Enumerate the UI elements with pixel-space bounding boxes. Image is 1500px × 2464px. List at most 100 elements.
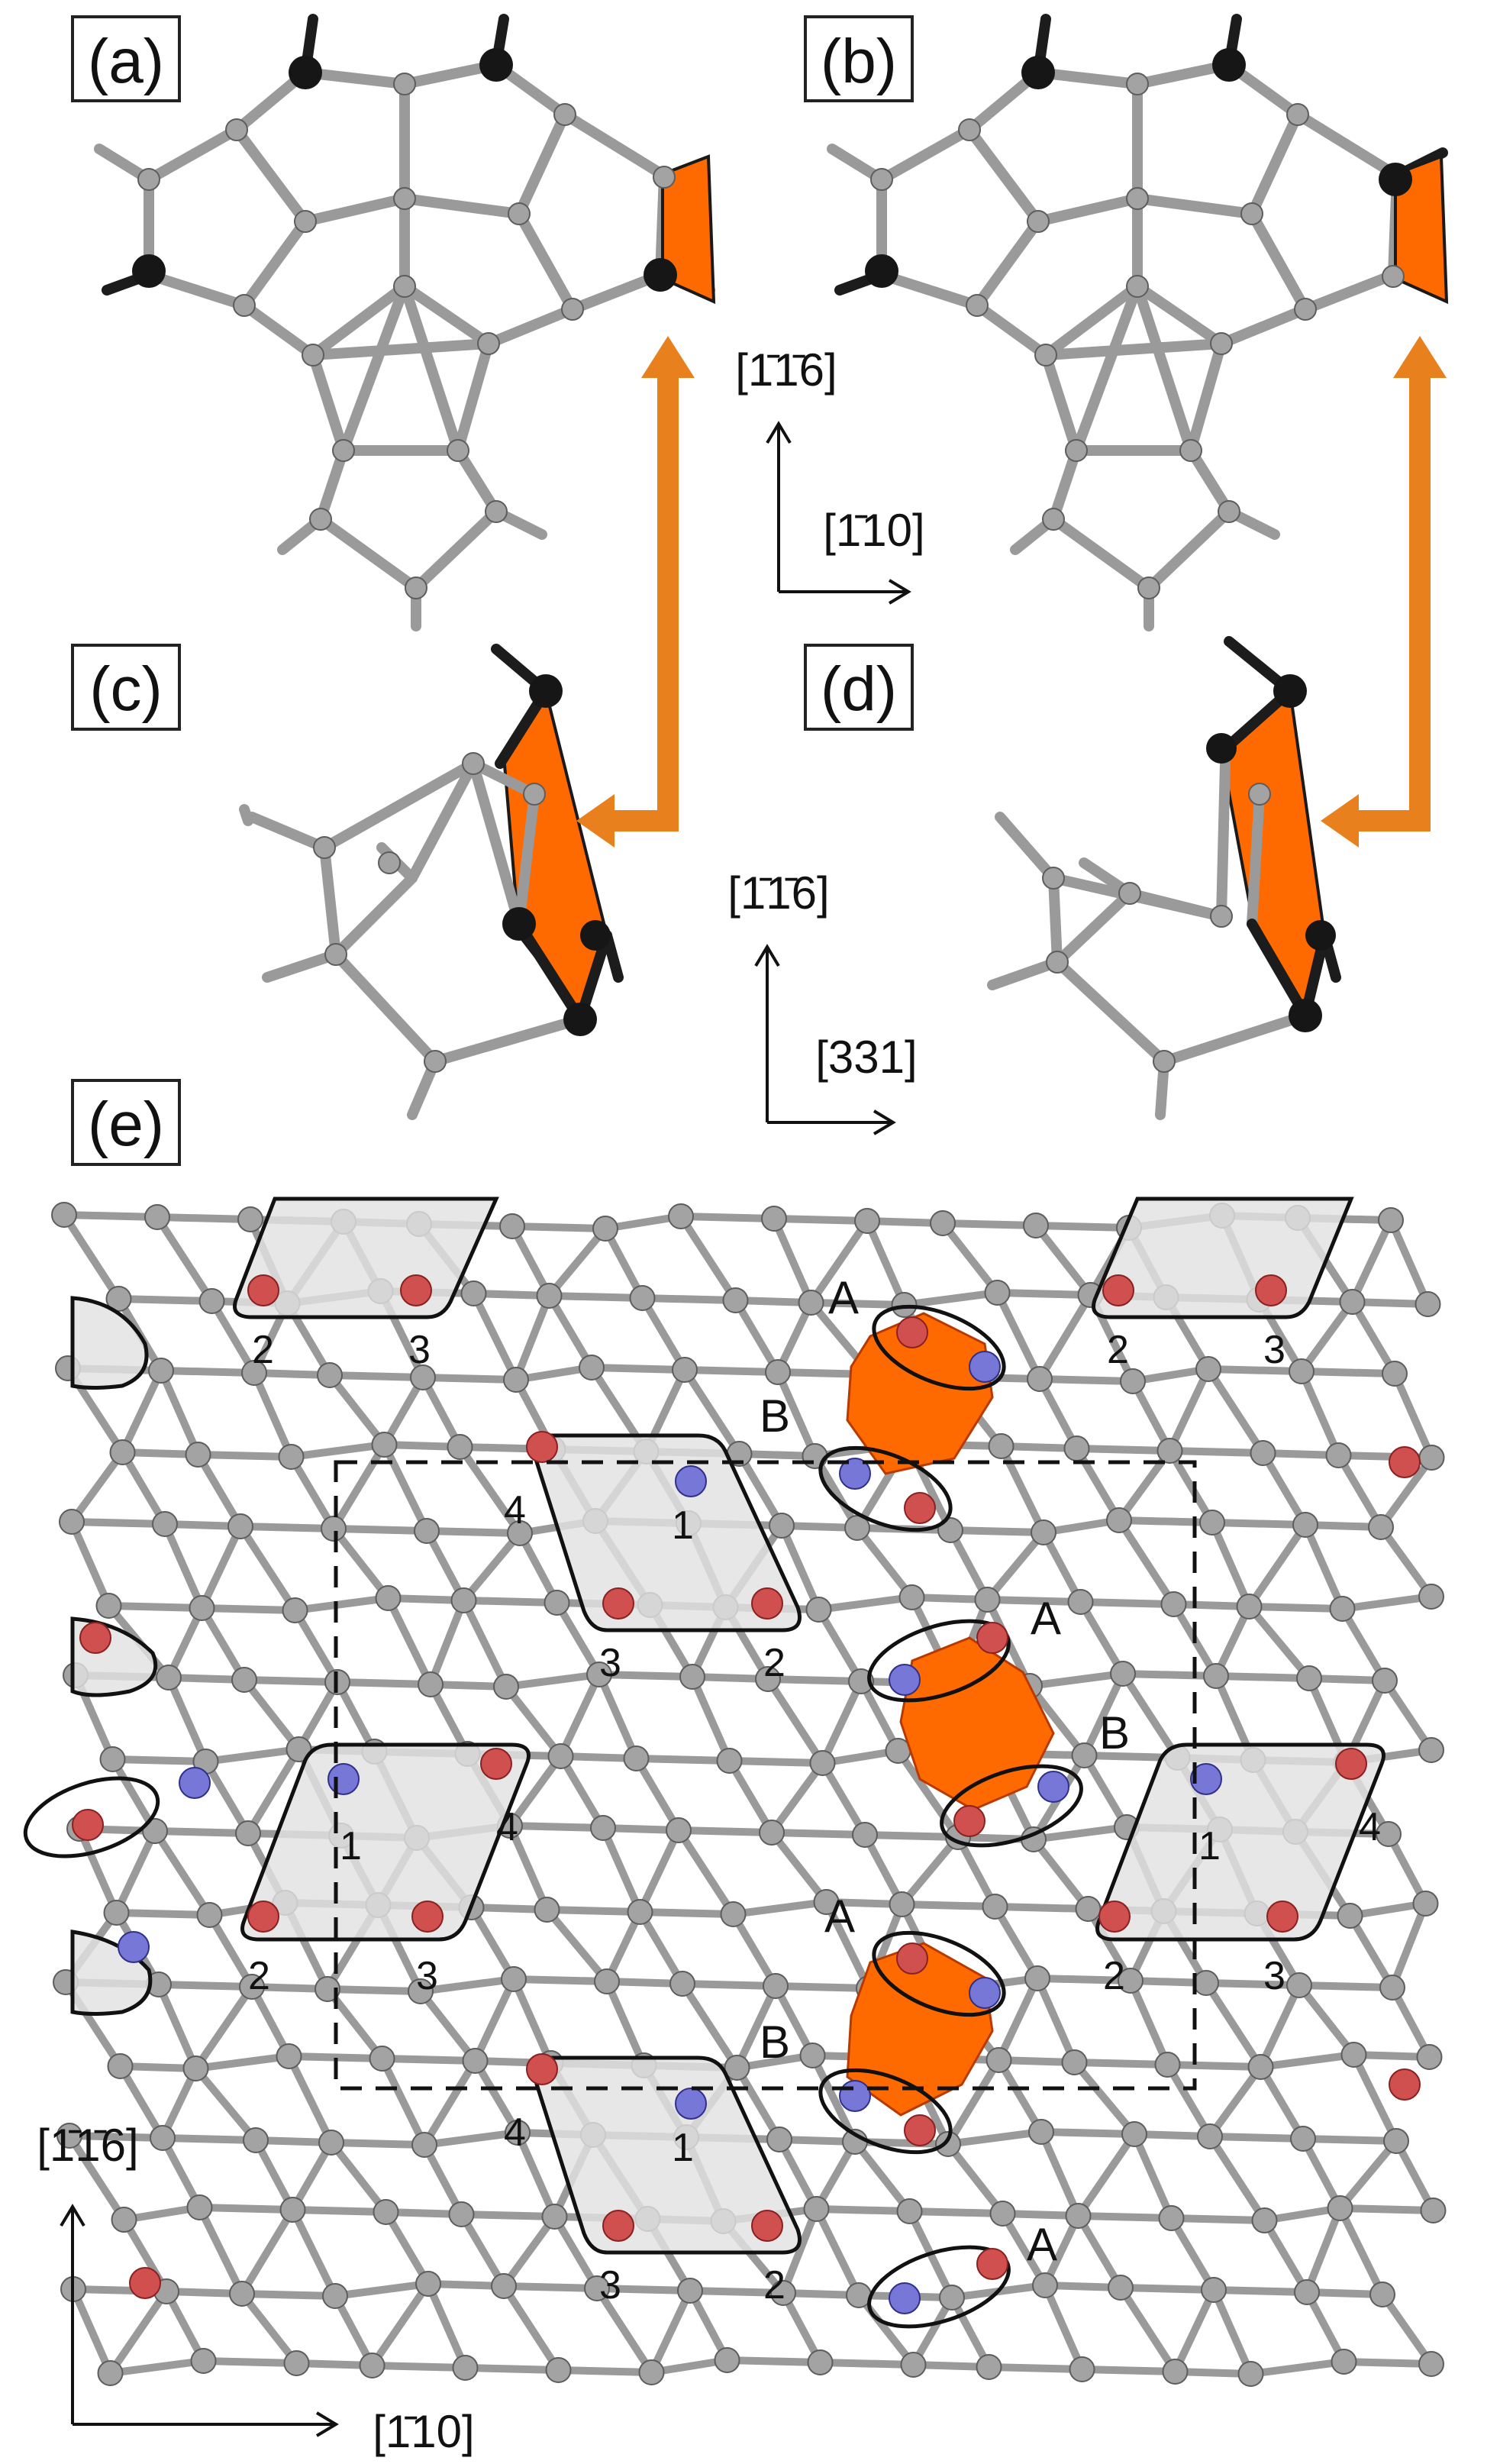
network-atom	[898, 1584, 925, 1610]
network-bond	[1247, 2358, 1348, 2378]
svg-text:(a): (a)	[88, 27, 164, 96]
red-atom	[1255, 1274, 1287, 1306]
network-bond	[1298, 1368, 1343, 1459]
network-bond	[417, 1975, 518, 1995]
network-bond	[457, 2210, 508, 2290]
network-bond	[944, 2128, 1045, 2148]
network-atom	[716, 1748, 743, 1774]
network-grid	[51, 1202, 1447, 2387]
num-2-mr: 2	[1103, 1954, 1125, 1998]
network-bond	[194, 1451, 244, 1530]
network-bond	[208, 1297, 258, 1377]
num-3-ml: 3	[416, 1954, 438, 1998]
network-bond	[195, 2204, 246, 2298]
cluster-c-atoms	[313, 674, 611, 1073]
network-atom	[1339, 1289, 1366, 1315]
network-bond	[1295, 1981, 1396, 1991]
network-bond	[1034, 1975, 1079, 2066]
network-atom	[1418, 1445, 1445, 1471]
network-bond	[1340, 2358, 1435, 2368]
network-bond	[1245, 1603, 1313, 1682]
red-atom	[247, 1900, 279, 1933]
network-bond	[327, 2139, 428, 2149]
network-bond	[469, 1290, 520, 1384]
network-bond	[510, 1975, 555, 2067]
network-atom	[1067, 1589, 1094, 1615]
network-atom	[1193, 1970, 1219, 1996]
network-bond	[1078, 2366, 1179, 2375]
network-bond	[289, 2206, 339, 2300]
network-atom	[1106, 1507, 1132, 1533]
network-bond	[248, 1983, 293, 2060]
network-atom	[1372, 1668, 1398, 1694]
network-bond	[1070, 2059, 1138, 2138]
network-bond	[159, 2134, 204, 2211]
network-atom	[1329, 1596, 1356, 1622]
network-bond	[776, 2136, 821, 2213]
network-atom	[1418, 1584, 1444, 1610]
blue-atom	[327, 1763, 360, 1795]
network-atom	[1420, 2198, 1447, 2223]
network-atom	[714, 2347, 740, 2373]
network-atom	[237, 1206, 263, 1232]
network-bond	[68, 1518, 113, 1610]
label-B-1: B	[760, 1390, 790, 1442]
network-bond	[675, 1826, 737, 1918]
red-atom	[751, 2210, 783, 2242]
network-bond	[423, 1527, 524, 1537]
network-atom	[315, 1976, 340, 2002]
panel-b-label: (b)	[804, 15, 914, 102]
network-bond	[287, 1453, 337, 1532]
network-bond	[198, 1604, 299, 1614]
network-bond	[368, 2280, 432, 2369]
network-bond	[686, 2287, 787, 2297]
network-bond	[1206, 2133, 1269, 2224]
network-bond	[991, 1903, 1041, 1982]
red-atom	[79, 1622, 111, 1654]
network-atom	[1203, 1663, 1229, 1689]
network-atom	[56, 2123, 82, 2149]
network-bond	[378, 2055, 428, 2149]
network-atom	[1028, 2119, 1054, 2145]
network-atom	[1023, 1213, 1049, 1238]
network-bond	[636, 1908, 737, 1918]
network-atom	[142, 1818, 168, 1844]
network-bond	[1256, 1981, 1303, 2071]
network-atom	[229, 2281, 255, 2307]
network-atom	[889, 1891, 915, 1917]
network-bond	[118, 1367, 165, 1456]
network-atom	[590, 1815, 616, 1841]
network-bond	[1163, 2061, 1214, 2140]
network-bond	[593, 2285, 656, 2376]
network-bond	[905, 2207, 1007, 2217]
network-atom	[763, 1973, 789, 1999]
network-atom	[724, 2055, 750, 2081]
network-bond	[324, 1985, 424, 1995]
panel-d-label: (d)	[804, 644, 914, 731]
network-atom	[1369, 2282, 1395, 2307]
network-atom	[854, 1208, 880, 1234]
num-3-uc: 3	[599, 1641, 621, 1685]
orange-arrow-right	[1321, 336, 1447, 848]
network-bond	[1256, 2051, 1358, 2071]
network-bond	[1026, 1670, 1127, 1690]
network-bond	[1298, 1368, 1398, 1377]
pair-ellipse-left-1	[23, 1776, 160, 1858]
network-atom	[317, 1362, 343, 1388]
label-A-1: A	[828, 1272, 859, 1323]
network-atom	[491, 2273, 517, 2299]
network-bond	[153, 1213, 254, 1223]
network-bond	[1167, 2214, 1218, 2294]
network-bond	[1212, 1672, 1313, 1682]
num-4-uc: 4	[504, 1488, 526, 1532]
network-atom	[1378, 1207, 1404, 1233]
red-atom	[1266, 1900, 1298, 1933]
network-bond	[554, 2366, 656, 2376]
network-bond	[456, 1443, 524, 1537]
network-atom	[1337, 1903, 1363, 1929]
shaded-unit-edge-left-1	[70, 1296, 149, 1390]
network-bond	[237, 1523, 299, 1614]
network-atom	[148, 1358, 174, 1384]
red-atom	[976, 2248, 1008, 2280]
red-atom	[526, 1431, 558, 1463]
